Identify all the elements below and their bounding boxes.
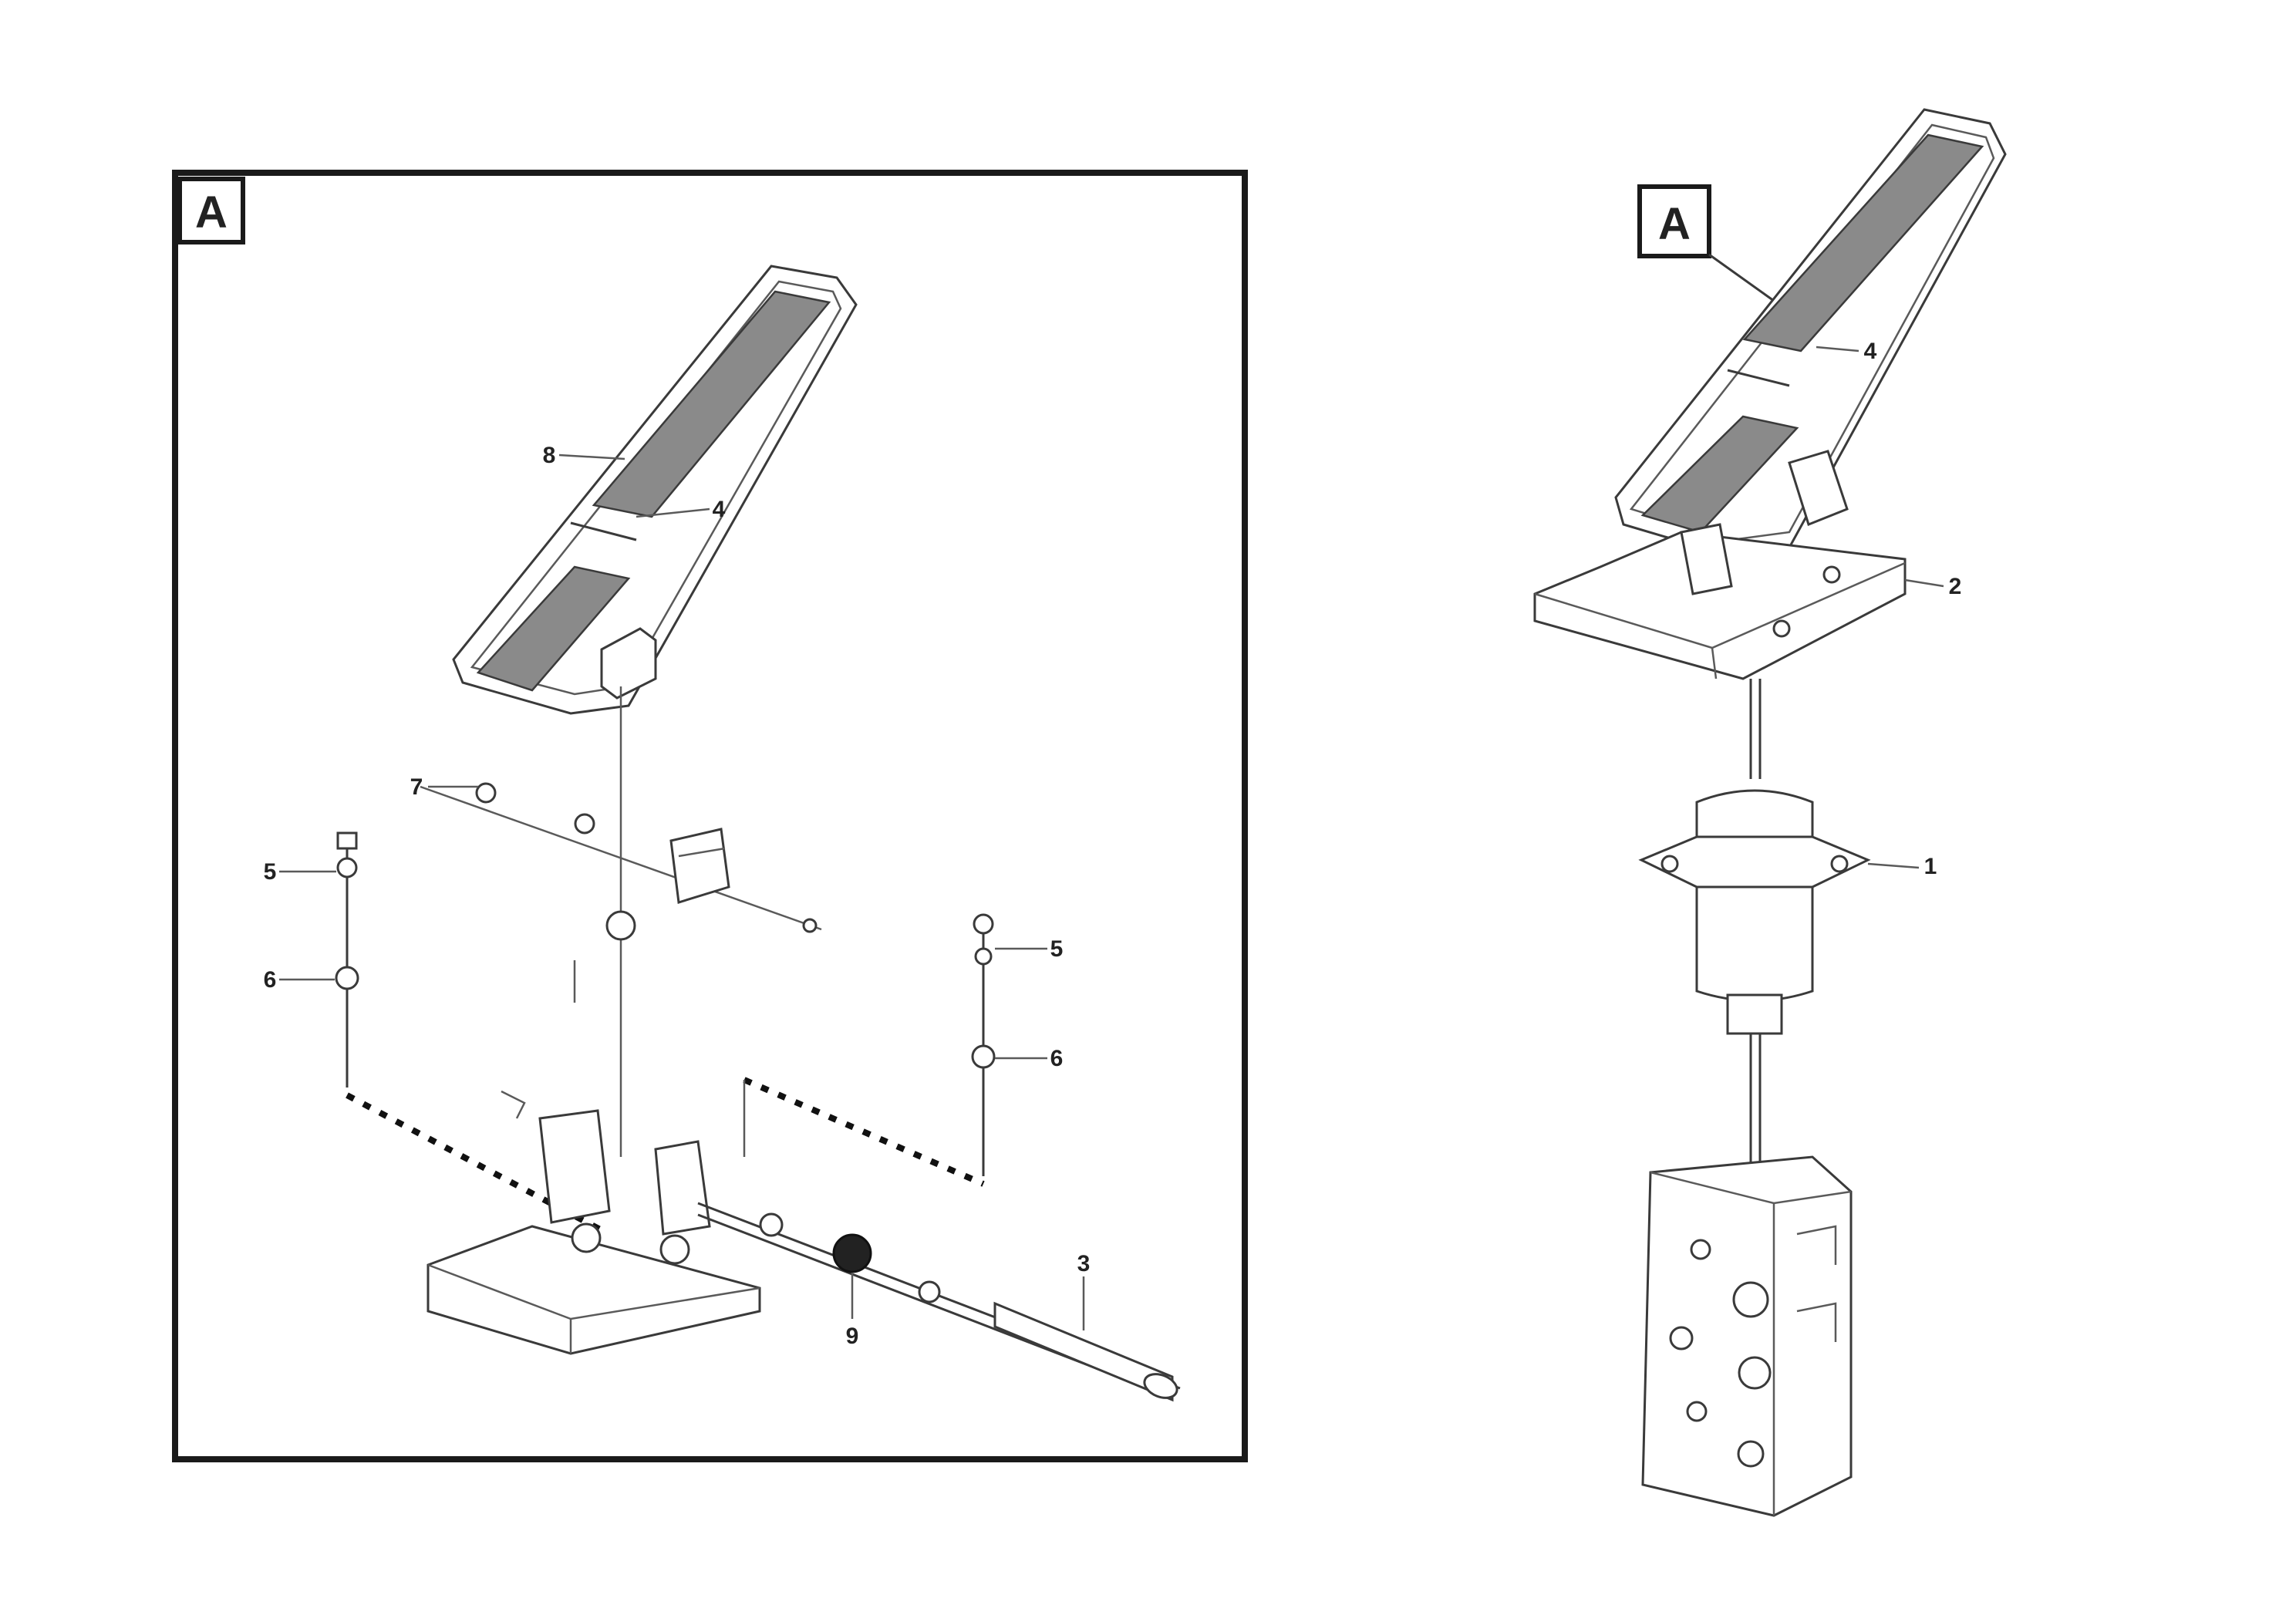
right-fasteners [971,913,1047,1176]
callout-pedal-right: 4 [1864,339,1877,364]
base-bracket [426,1080,761,1355]
control-valve-block [1641,1155,1853,1517]
pedal-tread-lower [476,565,631,692]
pedal-assembly [452,265,858,715]
pedal-tread-upper [592,290,831,518]
pin [420,782,822,1003]
callout-bushing: 9 [846,1324,859,1349]
callout-pin: 7 [410,774,423,800]
detail-label: A [195,187,228,238]
assembled-view: A [1533,108,2007,1517]
dashed-guide-right [743,1077,985,1187]
control-rod [697,1202,1181,1402]
callout-valve: 1 [1924,854,1937,879]
detail-view-a: A [172,170,1248,1462]
view-a-marker: A [1658,199,1691,249]
callout-rod: 3 [1077,1251,1091,1276]
view-a-marker-box [1637,184,1711,258]
pilot-valve [1638,789,1920,1035]
pedal-bracket [1533,450,1944,680]
detail-frame [172,170,1248,1462]
callout-washer-right: 6 [1050,1046,1064,1071]
bushing [832,1233,872,1273]
pedal-assembled [1614,108,2007,557]
callout-pad: 8 [543,443,556,468]
callout-bracket: 2 [1949,574,1962,599]
callout-screw-left: 5 [264,859,277,885]
left-fasteners [279,831,359,1088]
callout-washer-left: 6 [264,967,277,993]
callout-screw-right: 5 [1050,936,1064,962]
callouts-left: 8 4 7 5 6 5 6 3 9 [264,443,1091,1349]
callouts-right: 4 2 1 [1816,339,1961,879]
detail-label-box [177,177,245,244]
callout-pedal: 4 [713,497,726,522]
